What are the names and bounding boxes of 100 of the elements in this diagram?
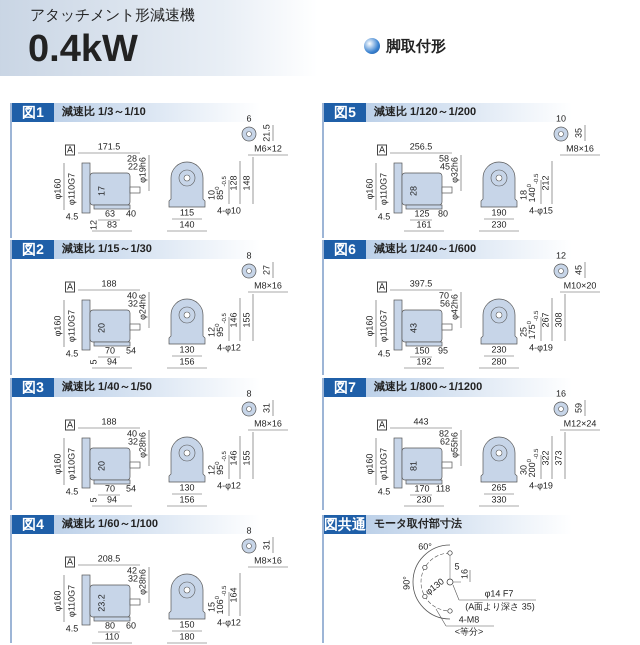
dimension-label: 70: [105, 346, 115, 356]
dimension-label: 58: [439, 154, 449, 164]
dimension-label: 28: [410, 186, 418, 196]
dimension-label: 156: [179, 496, 195, 504]
dimension-label: φ160: [54, 590, 62, 612]
dimension-label: 330: [491, 496, 507, 504]
dimension-label: φ28h6: [138, 432, 148, 458]
datum-mark: A: [65, 144, 75, 156]
dimension-label: φ110G7: [380, 172, 388, 206]
dimension-label: 45: [574, 265, 584, 275]
dimension-label: φ55h6: [450, 432, 460, 458]
dimension-label: φ32h6: [450, 157, 460, 183]
dimension-label: 32: [128, 300, 138, 308]
note-label: (A面より深さ 35): [465, 602, 535, 612]
dimension-label: 16: [556, 390, 566, 398]
dimension-label: 12: [556, 252, 566, 260]
subtitle-text: アタッチメント形減速機: [30, 6, 195, 25]
dimension-label: 83: [107, 220, 117, 230]
dimension-label: 15: [208, 602, 216, 612]
dimension-label: 40: [127, 430, 137, 438]
dimension-label: φ160: [54, 454, 62, 474]
dimension-label: 4-φ12: [217, 482, 241, 490]
dimension-label: 171.5: [98, 142, 120, 152]
dimension-label: 4-φ12: [217, 618, 241, 628]
datum-mark: A: [377, 144, 387, 156]
dimension-label: 28: [127, 154, 137, 164]
dimension-label: 5: [90, 498, 98, 502]
dimension-label: 5: [90, 360, 98, 364]
dimension-label: M10×20: [564, 282, 596, 290]
dimension-label: 280: [491, 358, 507, 366]
dimension-label: φ160: [54, 316, 62, 336]
datum-mark: A: [377, 420, 387, 430]
dimension-label: 81: [410, 461, 418, 471]
dimension-label: 308: [554, 312, 564, 328]
dimension-label: M8×16: [254, 282, 282, 290]
dimension-label: 4.5: [378, 212, 390, 222]
dimension-label: 62: [440, 438, 450, 446]
dimension-label: φ42h6: [450, 294, 460, 320]
dimension-label: 5: [454, 562, 460, 572]
dimension-label: 18: [520, 190, 528, 200]
dimension-label: 23.2: [98, 594, 106, 612]
dimension-label: φ14 F7: [484, 590, 514, 598]
dimension-label: 4-φ15: [529, 206, 553, 216]
datum-mark: A: [65, 420, 75, 430]
dimension-label: 192: [416, 358, 432, 366]
dimension-label: 8: [246, 526, 252, 536]
dimension-label: 230: [491, 220, 507, 230]
dimension-label: 21.5: [262, 124, 272, 142]
dimension-label: 140: [179, 220, 195, 230]
dimension-label: φ110G7: [380, 448, 388, 480]
dimension-label: 443: [413, 418, 429, 426]
dimension-label: 30: [520, 465, 528, 475]
dimension-label: 4-φ19: [529, 344, 553, 352]
dimension-label: 130: [179, 346, 195, 354]
dimension-label: 188: [101, 418, 117, 426]
dimension-label: 4-φ12: [217, 344, 241, 352]
dimension-label: 118: [436, 484, 450, 494]
dimension-label: 115: [180, 208, 194, 218]
dimension-label: 32: [128, 574, 138, 584]
dimension-label: φ110G7: [68, 172, 76, 206]
dimension-label: 94: [107, 496, 117, 504]
dimension-label: 12: [208, 327, 216, 337]
dimension-label: 31: [262, 403, 272, 413]
dimension-label: M12×24: [564, 420, 596, 428]
dimension-label: φ160: [366, 454, 374, 474]
dimension-label: 110: [104, 632, 120, 642]
angle-label: 60°: [418, 542, 432, 552]
dimension-label: 155: [242, 312, 252, 328]
datum-mark: A: [65, 282, 75, 292]
dimension-label: 32: [128, 438, 138, 446]
dimension-label: 31: [262, 540, 272, 550]
dimension-label: 70: [439, 292, 449, 300]
dimension-label: 4.5: [66, 624, 78, 634]
title-text: 0.4kW: [28, 28, 138, 71]
figure-tag: 図共通: [324, 515, 366, 534]
dimension-label: 148: [242, 175, 252, 191]
dimension-label: 42: [127, 566, 137, 576]
dimension-label: 156: [179, 358, 195, 366]
figure-tag: 図6: [324, 240, 366, 259]
dimension-label: 80: [438, 210, 448, 218]
dimension-label: 161: [416, 220, 432, 230]
dimension-label: 17: [98, 186, 106, 196]
dimension-label: φ24h6: [138, 294, 148, 320]
dimension-label: 256.5: [410, 142, 432, 152]
dimension-label: M8×16: [566, 144, 594, 154]
dimension-label: 4.5: [66, 488, 78, 496]
dimension-label: 94: [107, 358, 117, 366]
dimension-label: 12: [90, 220, 98, 230]
figure-tag: 図1: [12, 103, 54, 122]
dimension-label: 16: [460, 569, 470, 579]
dimension-label: 4-M8: [458, 616, 480, 624]
dimension-label: φ160: [366, 316, 374, 336]
dimension-label: 230: [416, 496, 432, 504]
dimension-label: 60: [126, 622, 136, 630]
dimension-label: 95: [438, 346, 448, 356]
dimension-label: 397.5: [410, 280, 432, 288]
dimension-label: 82: [439, 430, 449, 438]
dimension-label: φ160: [54, 178, 62, 200]
dimension-label: 22: [128, 162, 138, 172]
dimension-label: 4.5: [66, 350, 78, 358]
